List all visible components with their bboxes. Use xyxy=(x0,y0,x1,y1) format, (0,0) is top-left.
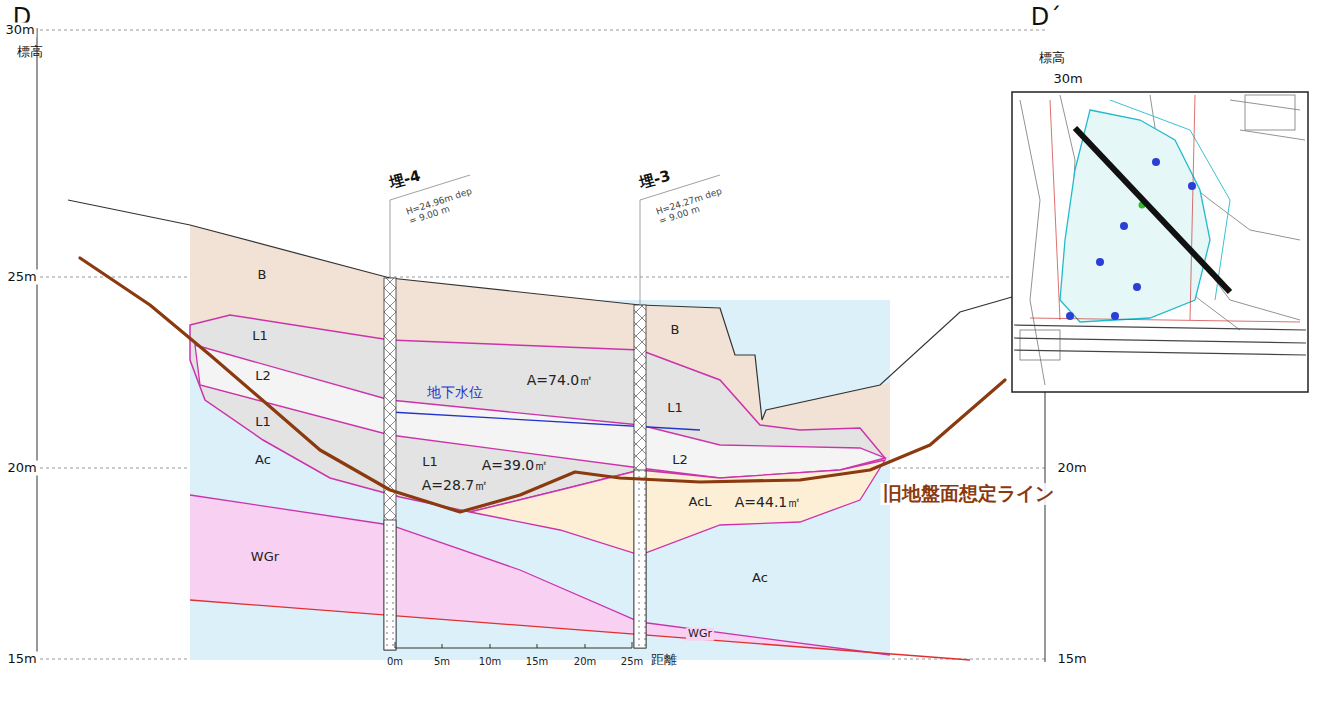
layer-name: L1 xyxy=(665,401,685,416)
borehole-name: 埋-4 xyxy=(387,168,422,193)
layer-name: L1 xyxy=(420,455,440,470)
groundwater-line xyxy=(390,412,700,430)
layer-name: WGr xyxy=(686,628,714,641)
scale-tick: 10m xyxy=(479,656,501,668)
layer-name: L1 xyxy=(253,415,273,430)
l2-layer xyxy=(195,345,885,478)
borehole-column xyxy=(634,305,646,648)
area-label: A=39.0㎡ xyxy=(480,457,550,473)
layer-name: Ac xyxy=(253,453,273,468)
scale-tick: 25m xyxy=(621,656,643,668)
elevation-tick: 15m xyxy=(5,652,38,667)
groundwater-label: 地下水位 xyxy=(425,384,485,400)
layer-name: B xyxy=(669,323,682,338)
old-ground-line xyxy=(80,258,1005,512)
elevation-tick: 15m xyxy=(1055,652,1088,667)
layer-name: L1 xyxy=(250,329,270,344)
elevation-tick: 20m xyxy=(5,461,38,476)
borehole-column xyxy=(634,470,646,648)
borehole-leader xyxy=(390,175,720,305)
layer-name: Ac xyxy=(750,571,770,586)
section-line xyxy=(1075,128,1230,292)
borehole-column xyxy=(384,520,396,650)
layer-name: B xyxy=(256,268,269,283)
axis-title: 標高 xyxy=(17,45,43,60)
borehole-data: H=24.27m dep = 9.00 m xyxy=(655,183,736,227)
borehole-column xyxy=(384,278,396,650)
scale-tick: 20m xyxy=(574,656,596,668)
ground-surface xyxy=(68,200,1012,420)
area-label: A=74.0㎡ xyxy=(525,372,595,388)
area-label: A=28.7㎡ xyxy=(420,477,490,493)
scale-tick: 15m xyxy=(526,656,548,668)
elevation-tick: 25m xyxy=(5,270,38,285)
layer-name: L2 xyxy=(670,453,690,468)
left-axis xyxy=(37,28,38,662)
section-end-name: D´ xyxy=(1031,4,1061,32)
old-ground-label: 旧地盤面想定ライン xyxy=(881,483,1056,505)
scale-title: 距離 xyxy=(651,653,677,668)
scale-tick: 5m xyxy=(434,656,450,668)
scale-tick: 0m xyxy=(387,656,403,668)
distance-scale xyxy=(395,642,632,648)
axis-title: 標高 xyxy=(1039,51,1065,66)
borehole-name: 埋-3 xyxy=(637,168,672,193)
layer-name: L2 xyxy=(253,369,273,384)
acl-layer xyxy=(470,460,885,555)
location-map-inset xyxy=(1012,92,1308,392)
elevation-tick: 30m xyxy=(1053,72,1082,87)
elevation-grid xyxy=(40,30,1045,659)
layer-name: AcL xyxy=(686,495,713,510)
borehole-data: H=24.96m dep = 9.00 m xyxy=(405,183,486,227)
elevation-tick: 20m xyxy=(1055,461,1088,476)
area-label: A=44.1㎡ xyxy=(733,494,803,510)
layer-name: WGr xyxy=(249,550,281,565)
base-line xyxy=(190,600,970,660)
elevation-tick: 30m xyxy=(3,23,36,38)
